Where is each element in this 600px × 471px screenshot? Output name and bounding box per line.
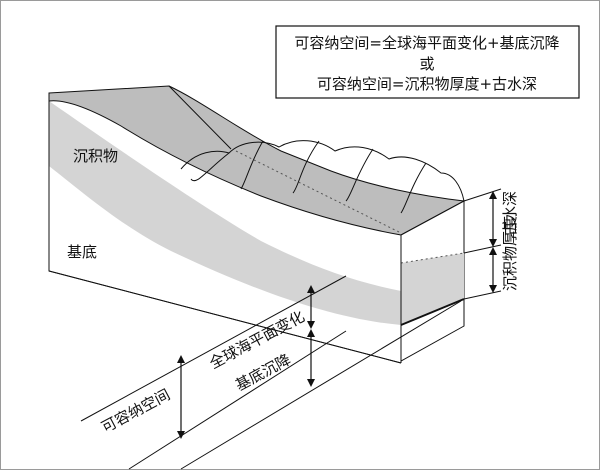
arrowhead bbox=[177, 431, 185, 439]
water-surface-dotted bbox=[235, 150, 402, 234]
arrowhead bbox=[307, 379, 315, 387]
equation-line-1: 可容纳空间=全球海平面变化+基底沉降 bbox=[294, 34, 559, 52]
arrowhead bbox=[489, 247, 497, 255]
basement-line bbox=[48, 270, 402, 364]
arrowhead bbox=[177, 355, 185, 363]
arrowhead bbox=[489, 239, 497, 247]
guide-line-mid bbox=[128, 330, 347, 470]
guide-line-upper bbox=[80, 275, 347, 422]
arrowhead bbox=[307, 329, 315, 337]
label-basement: 基底 bbox=[67, 243, 97, 261]
equation-line-or: 或 bbox=[419, 55, 434, 73]
equation-line-2: 可容纳空间=沉积物厚度+古水深 bbox=[317, 75, 537, 93]
label-sediment: 沉积物 bbox=[73, 147, 118, 165]
arrowhead bbox=[307, 285, 315, 293]
guide-line-lower bbox=[180, 300, 462, 470]
label-paleo-water-depth: 古水深 bbox=[501, 191, 519, 236]
sediment-wedge-left bbox=[49, 93, 401, 325]
ref-line-bottom bbox=[463, 290, 502, 300]
equation-box bbox=[275, 25, 580, 99]
ref-line-top bbox=[463, 188, 502, 202]
front-dotted-line bbox=[400, 252, 465, 264]
arrowhead bbox=[489, 191, 497, 199]
label-accommodation-space: 可容纳空间 bbox=[98, 385, 173, 436]
sediment-base-edge bbox=[400, 298, 465, 326]
ref-line-mid bbox=[463, 244, 502, 254]
label-sediment-thickness: 沉积物厚度 bbox=[501, 216, 519, 291]
arrowhead bbox=[489, 285, 497, 293]
sediment-ridge-lines bbox=[168, 85, 427, 214]
sediment-front-band bbox=[401, 253, 464, 325]
arrowhead bbox=[307, 321, 315, 329]
